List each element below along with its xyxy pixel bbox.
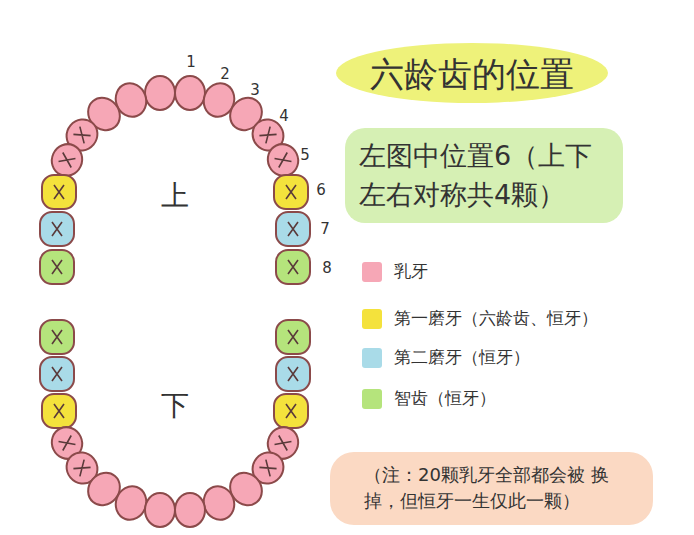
legend-item: 第二磨牙（恒牙） <box>362 346 530 369</box>
title: 六龄齿的位置 <box>370 52 574 98</box>
tooth <box>175 76 205 110</box>
tooth-shape <box>276 250 310 284</box>
tooth <box>111 482 151 524</box>
note-box: （注：20颗乳牙全部都会被 换掉，但恒牙一生仅此一颗） <box>330 452 653 525</box>
legend-item: 乳牙 <box>362 260 428 283</box>
tooth-shape <box>40 320 74 354</box>
tooth <box>42 394 76 428</box>
tooth <box>40 250 74 284</box>
tooth <box>175 493 205 527</box>
tooth-cross <box>288 367 298 381</box>
tooth <box>40 320 74 354</box>
tooth-shape <box>199 482 239 524</box>
legend-swatch <box>362 389 382 409</box>
tooth <box>276 320 310 354</box>
tooth-shape <box>42 394 76 428</box>
tooth <box>276 250 310 284</box>
tooth-cross <box>52 330 62 344</box>
callout-number: 8 <box>322 259 332 277</box>
tooth <box>274 175 308 209</box>
tooth-cross <box>52 367 62 381</box>
callout-number: 3 <box>250 81 260 99</box>
tooth-cross <box>59 153 76 168</box>
tooth-shape <box>276 357 310 391</box>
tooth-shape <box>175 493 205 527</box>
tooth-cross <box>275 436 292 451</box>
callout-number: 6 <box>316 181 326 199</box>
tooth-shape <box>40 250 74 284</box>
highlight-text: 左图中位置6（上下 左右对称共4颗） <box>359 136 609 214</box>
tooth-cross <box>259 460 276 477</box>
legend-text: 乳牙 <box>394 260 428 283</box>
callout-number: 2 <box>220 65 230 83</box>
legend-text: 第一磨牙（六龄齿、恒牙） <box>394 307 598 330</box>
legend-swatch <box>362 309 382 329</box>
tooth-shape <box>42 175 76 209</box>
tooth-shape <box>111 482 151 524</box>
legend-text: 第二磨牙（恒牙） <box>394 346 530 369</box>
tooth-cross <box>59 436 76 451</box>
tooth <box>199 482 239 524</box>
title-highlight <box>336 43 608 103</box>
tooth-cross <box>288 260 298 274</box>
tooth <box>42 175 76 209</box>
jaw-label: 下 <box>161 387 189 425</box>
tooth-cross <box>73 460 90 477</box>
tooth-shape <box>40 212 74 246</box>
callout-number: 1 <box>186 53 196 71</box>
tooth-cross <box>259 127 276 144</box>
callout-number: 4 <box>279 107 289 125</box>
tooth-shape <box>276 320 310 354</box>
legend-item: 智齿（恒牙） <box>362 387 496 410</box>
callout-number: 7 <box>320 220 330 238</box>
tooth-cross <box>54 185 64 199</box>
tooth-cross <box>54 404 64 418</box>
tooth-cross <box>286 185 296 199</box>
callout-number: 5 <box>300 146 310 164</box>
tooth <box>40 212 74 246</box>
tooth <box>40 357 74 391</box>
tooth-shape <box>40 357 74 391</box>
tooth <box>145 76 175 110</box>
legend-text: 智齿（恒牙） <box>394 387 496 410</box>
highlight-box: 左图中位置6（上下 左右对称共4颗） <box>345 128 623 223</box>
tooth <box>276 357 310 391</box>
tooth <box>274 394 308 428</box>
tooth-shape <box>145 76 175 110</box>
tooth-shape <box>145 493 175 527</box>
tooth-cross <box>288 222 298 236</box>
tooth-cross <box>286 404 296 418</box>
tooth-shape <box>274 175 308 209</box>
tooth-cross <box>73 127 90 144</box>
tooth-cross <box>52 222 62 236</box>
tooth-cross <box>275 153 292 168</box>
tooth-cross <box>288 330 298 344</box>
jaw-label: 上 <box>161 177 189 215</box>
legend-item: 第一磨牙（六龄齿、恒牙） <box>362 307 598 330</box>
tooth <box>145 493 175 527</box>
legend-swatch <box>362 348 382 368</box>
tooth <box>276 212 310 246</box>
tooth-shape <box>274 394 308 428</box>
note-text: （注：20颗乳牙全部都会被 换掉，但恒牙一生仅此一颗） <box>364 462 619 514</box>
tooth-shape <box>276 212 310 246</box>
tooth-shape <box>175 76 205 110</box>
legend-swatch <box>362 262 382 282</box>
tooth-cross <box>52 260 62 274</box>
